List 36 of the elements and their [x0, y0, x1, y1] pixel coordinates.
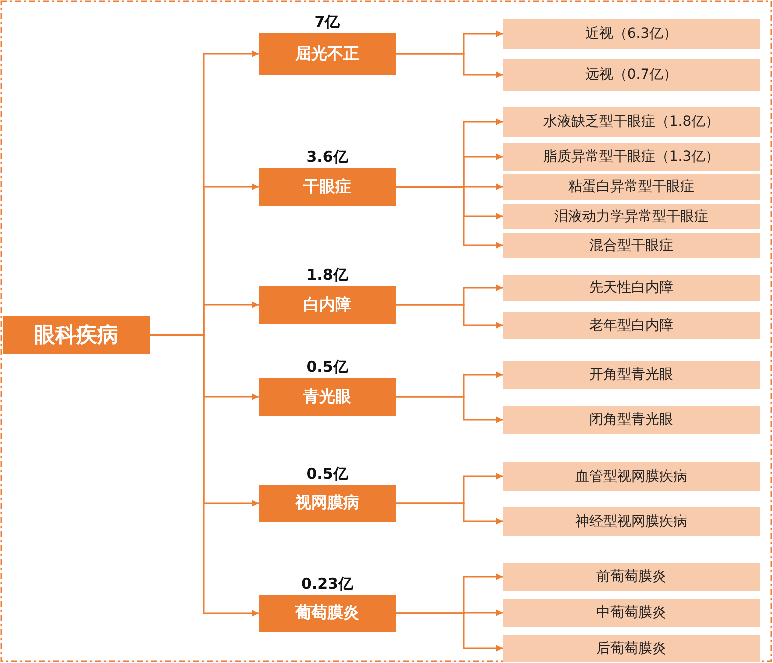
arrow [396, 304, 503, 329]
value-label: 0.23亿 [300, 575, 354, 594]
subtype-box: 前葡萄膜炎 [503, 563, 760, 591]
subtype-box: 近视（6.3亿） [503, 19, 760, 49]
category-box: 视网膜病 [259, 485, 396, 522]
category-box: 干眼症 [259, 168, 396, 206]
arrow [150, 334, 259, 617]
subtype-box: 老年型白内障 [503, 312, 760, 339]
subtype-box: 脂质异常型干眼症（1.3亿） [503, 143, 760, 171]
value-label: 1.8亿 [306, 266, 350, 285]
arrow [396, 53, 503, 78]
value-label: 7亿 [314, 13, 342, 32]
subtype-box: 远视（0.7亿） [503, 59, 760, 91]
subtype-box: 开角型青光眼 [503, 361, 760, 389]
value-label: 0.5亿 [306, 358, 350, 377]
arrow [396, 502, 503, 525]
subtype-box: 混合型干眼症 [503, 233, 760, 258]
subtype-box: 闭角型青光眼 [503, 406, 760, 434]
subtype-box: 泪液动力学异常型干眼症 [503, 204, 760, 229]
subtype-box: 先天性白内障 [503, 275, 760, 301]
subtype-box: 神经型视网膜疾病 [503, 507, 760, 536]
subtype-box: 后葡萄膜炎 [503, 635, 760, 662]
subtype-box: 血管型视网膜疾病 [503, 462, 760, 491]
arrow [396, 186, 503, 249]
category-box: 葡萄膜炎 [259, 595, 396, 632]
root-box: 眼科疾病 [3, 316, 150, 354]
category-box: 青光眼 [259, 378, 396, 416]
arrow [396, 396, 503, 424]
subtype-box: 中葡萄膜炎 [503, 599, 760, 627]
arrow [396, 612, 503, 652]
category-box: 屈光不正 [259, 33, 396, 75]
value-label: 3.6亿 [306, 148, 350, 167]
subtype-box: 水液缺乏型干眼症（1.8亿） [503, 107, 760, 137]
category-box: 白内障 [259, 286, 396, 324]
value-label: 0.5亿 [306, 465, 350, 484]
subtype-box: 粘蛋白异常型干眼症 [503, 174, 760, 200]
